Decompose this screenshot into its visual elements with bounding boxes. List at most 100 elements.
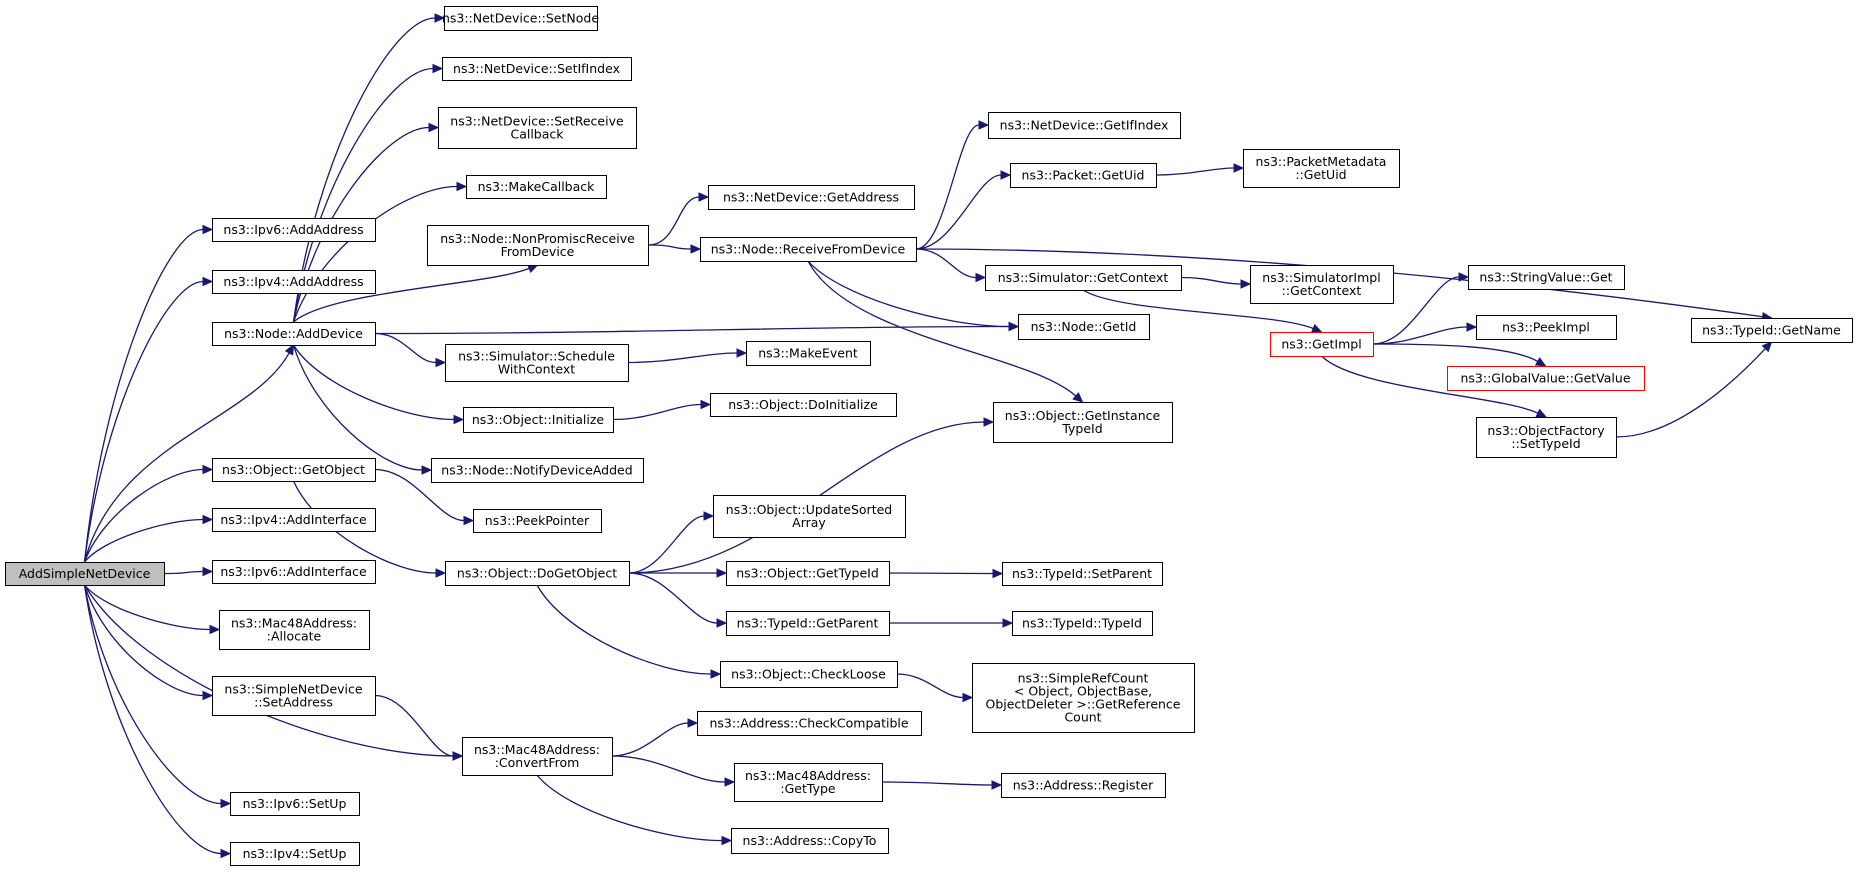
arrowhead-icon bbox=[202, 514, 214, 525]
call-edge bbox=[611, 722, 689, 757]
node-label: ns3::Address::CopyTo bbox=[743, 833, 877, 848]
node-globalvalue-getvalue[interactable]: ns3::GlobalValue::GetValue bbox=[1447, 366, 1645, 391]
node-ipv4-addinterface[interactable]: ns3::Ipv4::AddInterface bbox=[212, 508, 376, 532]
call-edge bbox=[374, 325, 1010, 335]
node-node-receivefromdevice[interactable]: ns3::Node::ReceiveFromDevice bbox=[700, 237, 917, 262]
node-box bbox=[230, 842, 360, 866]
call-edge bbox=[83, 468, 204, 563]
node-ipv6-addinterface[interactable]: ns3::Ipv6::AddInterface bbox=[212, 560, 376, 584]
node-object-dogetobject[interactable]: ns3::Object::DoGetObject bbox=[445, 561, 630, 586]
node-simulatorimpl-getcontext[interactable]: ns3::SimulatorImpl::GetContext bbox=[1250, 265, 1394, 304]
node-objectfactory-settypeid[interactable]: ns3::ObjectFactory::SetTypeId bbox=[1476, 417, 1617, 458]
node-label: ns3::Mac48Address: bbox=[745, 768, 871, 783]
node-typeid-typeid[interactable]: ns3::TypeId::TypeId bbox=[1012, 611, 1153, 636]
arrowhead-icon bbox=[962, 692, 974, 703]
node-box bbox=[212, 458, 376, 482]
call-edge bbox=[292, 480, 437, 574]
arrowhead-icon bbox=[202, 276, 214, 287]
node-typeid-getparent[interactable]: ns3::TypeId::GetParent bbox=[726, 611, 890, 636]
arrowhead-icon bbox=[975, 272, 987, 283]
node-object-doinitialize[interactable]: ns3::Object::DoInitialize bbox=[710, 393, 897, 417]
node-label: ns3::Ipv4::AddInterface bbox=[220, 512, 367, 527]
node-makeevent[interactable]: ns3::MakeEvent bbox=[746, 341, 871, 366]
node-label: ns3::SimulatorImpl bbox=[1262, 270, 1380, 285]
arrowhead-icon bbox=[220, 798, 232, 809]
node-address-register[interactable]: ns3::Address::Register bbox=[1001, 773, 1166, 798]
node-box bbox=[710, 393, 897, 417]
node-box bbox=[1012, 611, 1153, 636]
node-getimpl[interactable]: ns3::GetImpl bbox=[1270, 332, 1374, 357]
node-label: ns3::StringValue::Get bbox=[1479, 270, 1612, 285]
arrowhead-icon bbox=[716, 568, 728, 578]
node-ipv6-addaddress[interactable]: ns3::Ipv6::AddAddress bbox=[212, 218, 376, 242]
call-edge bbox=[1372, 343, 1539, 363]
node-node-adddevice[interactable]: ns3::Node::AddDevice bbox=[212, 322, 376, 346]
node-peekpointer[interactable]: ns3::PeekPointer bbox=[473, 509, 602, 533]
node-node-notifydeviceadded[interactable]: ns3::Node::NotifyDeviceAdded bbox=[431, 458, 644, 483]
node-simplerefcount-getreferencecount[interactable]: ns3::SimpleRefCount< Object, ObjectBase,… bbox=[972, 663, 1195, 733]
node-box bbox=[438, 107, 637, 149]
call-edge bbox=[807, 260, 1010, 328]
arrowhead-icon bbox=[1233, 163, 1245, 173]
node-address-copyto[interactable]: ns3::Address::CopyTo bbox=[731, 828, 889, 854]
node-address-checkcompatible[interactable]: ns3::Address::CheckCompatible bbox=[697, 711, 922, 736]
arrowhead-icon bbox=[721, 835, 733, 846]
node-box bbox=[1476, 417, 1617, 458]
node-typeid-getname[interactable]: ns3::TypeId::GetName bbox=[1691, 318, 1853, 343]
node-ipv6-setup[interactable]: ns3::Ipv6::SetUp bbox=[230, 792, 360, 816]
node-root[interactable]: AddSimpleNetDevice bbox=[5, 562, 165, 586]
node-box bbox=[212, 218, 376, 242]
node-netdevice-setifindex[interactable]: ns3::NetDevice::SetIfIndex bbox=[442, 57, 632, 81]
node-box bbox=[713, 495, 906, 538]
node-netdevice-getaddress[interactable]: ns3::NetDevice::GetAddress bbox=[708, 185, 915, 210]
node-label: ns3::Simulator::GetContext bbox=[998, 270, 1169, 285]
node-label: TypeId bbox=[1061, 421, 1102, 436]
node-label: ns3::Object::DoGetObject bbox=[457, 566, 617, 581]
call-edge bbox=[536, 584, 712, 675]
node-label: ns3::TypeId::GetParent bbox=[737, 616, 879, 631]
node-peekimpl[interactable]: ns3::PeekImpl bbox=[1476, 315, 1617, 340]
node-object-initialize[interactable]: ns3::Object::Initialize bbox=[463, 407, 614, 433]
node-packet-getuid[interactable]: ns3::Packet::GetUid bbox=[1010, 163, 1157, 188]
node-netdevice-getifindex[interactable]: ns3::NetDevice::GetIfIndex bbox=[988, 112, 1181, 139]
node-box bbox=[972, 663, 1195, 733]
node-label: ns3::Packet::GetUid bbox=[1022, 168, 1145, 183]
node-object-checkloose[interactable]: ns3::Object::CheckLoose bbox=[720, 661, 898, 688]
node-simplenetdevice-setaddress[interactable]: ns3::SimpleNetDevice::SetAddress bbox=[212, 676, 376, 716]
call-edge bbox=[647, 244, 692, 250]
node-simulator-getcontext[interactable]: ns3::Simulator::GetContext bbox=[985, 265, 1182, 291]
call-edge bbox=[1155, 167, 1235, 176]
node-label: ns3::Address::Register bbox=[1013, 778, 1154, 793]
node-label: ns3::Simulator::Schedule bbox=[458, 349, 615, 364]
node-ipv4-addaddress[interactable]: ns3::Ipv4::AddAddress bbox=[212, 270, 376, 294]
node-netdevice-setnode[interactable]: ns3::NetDevice::SetNode bbox=[442, 6, 599, 31]
node-label: ::GetContext bbox=[1282, 283, 1362, 298]
node-box bbox=[700, 237, 917, 262]
node-typeid-setparent[interactable]: ns3::TypeId::SetParent bbox=[1002, 562, 1163, 586]
node-box bbox=[1691, 318, 1853, 343]
node-label: ns3::Address::CheckCompatible bbox=[709, 716, 908, 731]
node-packetmetadata-getuid[interactable]: ns3::PacketMetadata::GetUid bbox=[1243, 149, 1400, 188]
node-mac48-convertfrom[interactable]: ns3::Mac48Address::ConvertFrom bbox=[462, 737, 613, 776]
call-edge bbox=[647, 196, 700, 246]
node-box bbox=[444, 6, 598, 31]
node-mac48-gettype[interactable]: ns3::Mac48Address::GetType bbox=[734, 763, 883, 802]
call-edge bbox=[83, 280, 204, 563]
node-makecallback[interactable]: ns3::MakeCallback bbox=[466, 175, 607, 199]
node-node-getid[interactable]: ns3::Node::GetId bbox=[1018, 314, 1150, 340]
node-stringvalue-get[interactable]: ns3::StringValue::Get bbox=[1468, 265, 1625, 290]
node-object-getobject[interactable]: ns3::Object::GetObject bbox=[212, 458, 376, 482]
node-label: ns3::Object::GetTypeId bbox=[736, 566, 879, 581]
arrowhead-icon bbox=[435, 568, 447, 578]
call-edge bbox=[915, 174, 1002, 250]
node-object-gettypeid[interactable]: ns3::Object::GetTypeId bbox=[726, 561, 890, 586]
node-box bbox=[212, 322, 376, 346]
node-ipv4-setup[interactable]: ns3::Ipv4::SetUp bbox=[230, 842, 360, 866]
node-mac48-allocate[interactable]: ns3::Mac48Address::Allocate bbox=[219, 610, 370, 650]
node-label: ::SetTypeId bbox=[1511, 436, 1580, 451]
